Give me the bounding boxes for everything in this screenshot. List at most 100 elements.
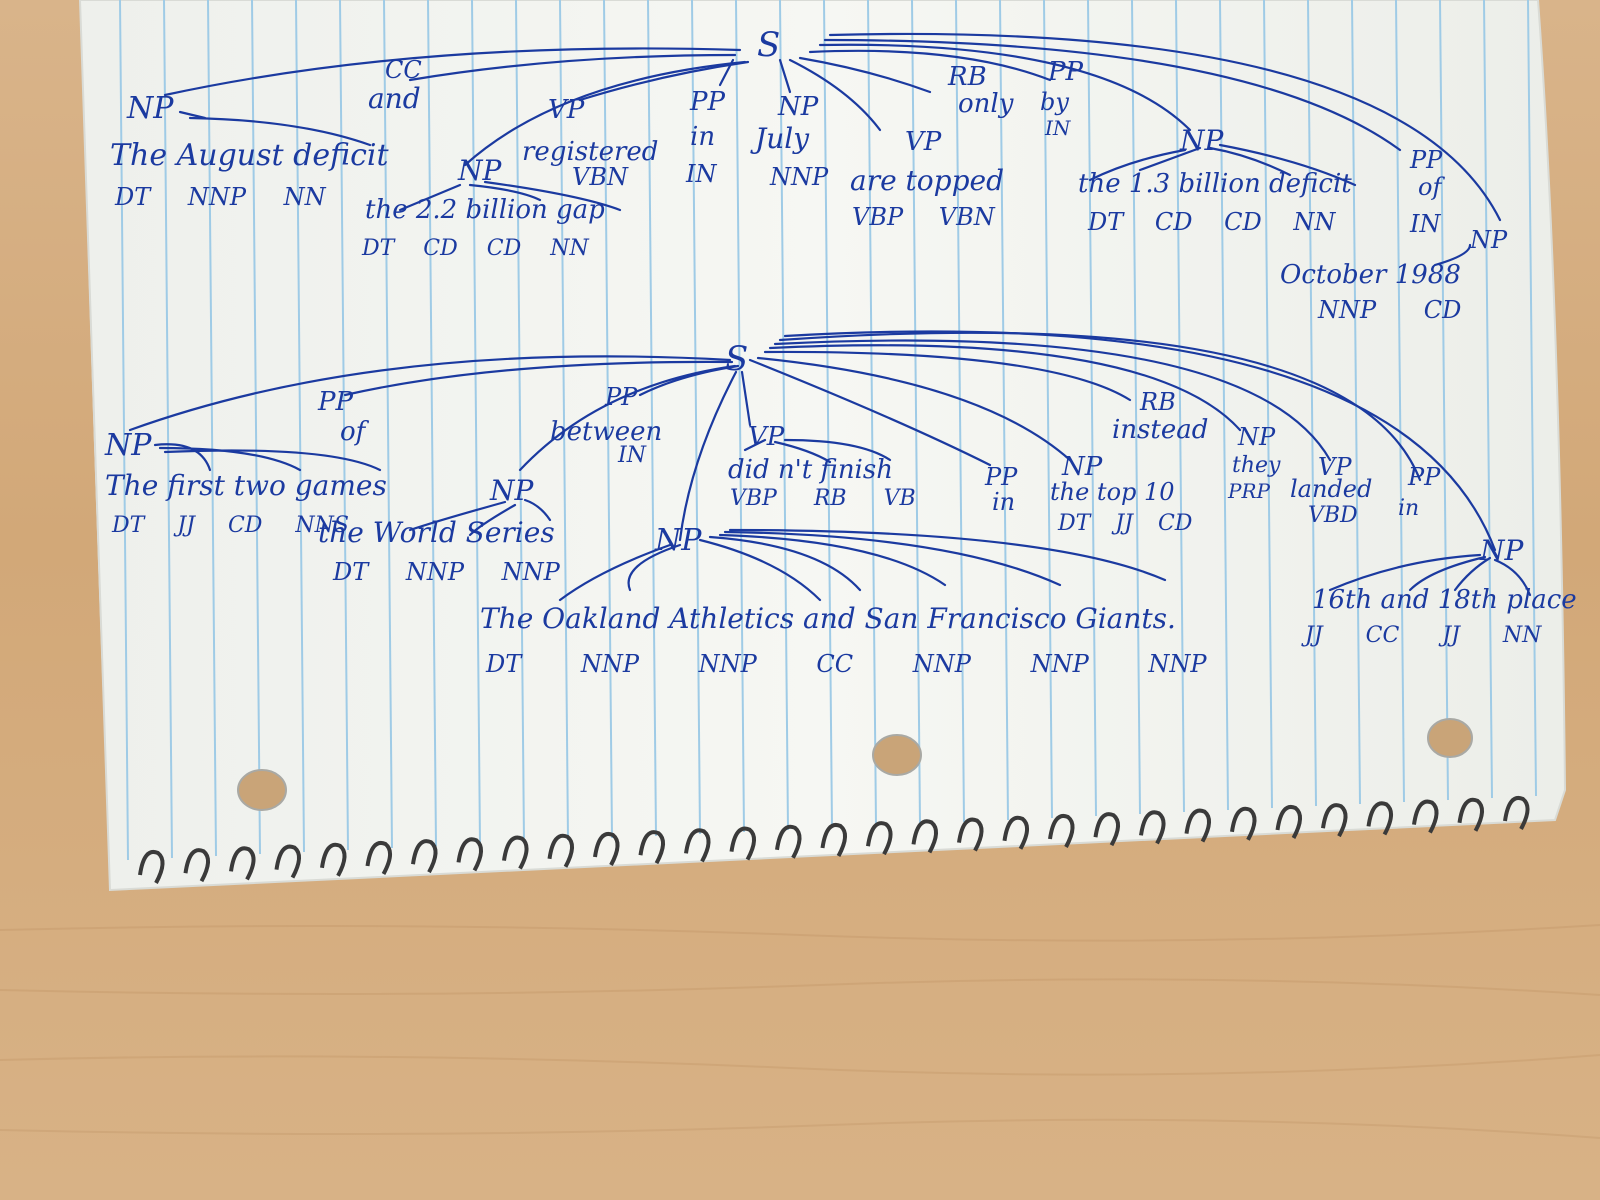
tree2-node-pp-in: PP [984,463,1018,491]
tree1-node-pp-in: PP [689,87,725,117]
rule-line [471,0,481,845]
spiral-coil [820,823,847,857]
tree1-tags-deficit: DT CD CD NN [1087,208,1336,236]
rule-line [1307,0,1317,807]
tree1-node-cc: CC [385,56,422,84]
rule-line [911,0,921,825]
tree1-node-np-oct: NP [1469,226,1508,254]
spiral-coil [1366,801,1393,836]
tree1-word-gap: the 2.2 billion gap [365,195,605,225]
rule-line [1527,0,1537,797]
tree2-node-np-place: NP [1479,534,1525,567]
spiral-binding-icon [138,796,1530,884]
tree1-tags-registered: VBN [572,163,629,191]
tree2-word-of: of [340,417,370,447]
rule-line [1395,0,1405,803]
rule-line [163,0,173,859]
rule-line [1263,0,1273,809]
tree2-node-vp: VP [748,422,785,452]
tree2-tags-top: DT JJ CD [1057,511,1193,536]
tree1-node-pp-of: PP [1409,146,1443,174]
tree1-root-label: S [757,25,780,65]
rule-line [999,0,1009,821]
rule-line [1087,0,1097,817]
tree2-node-np-teams: NP [654,523,702,558]
rule-line [647,0,657,837]
rule-line [251,0,261,855]
rule-line [823,0,833,829]
tree2-tags-between: IN [617,443,647,468]
tree2-node-np-series: NP [489,474,535,507]
tree2-word-place: 16th and 18th place [1312,585,1577,615]
spiral-coil [911,819,938,854]
rule-line [559,0,569,841]
tree2-node-pp-of: PP [317,387,353,417]
spiral-coil [638,830,665,865]
tree1-edges [163,32,1502,267]
spiral-coil [1457,797,1484,832]
spiral-coil [866,821,893,856]
spiral-coil [138,850,165,884]
rule-line [1219,0,1229,811]
tree2-node-np-they: NP [1237,423,1276,451]
rule-line [427,0,437,847]
tree2-node-vp-landed: VP [1318,453,1352,481]
punch-hole-icon [237,718,1473,811]
spiral-coil [1048,814,1075,848]
tree2-tags-they: PRP [1227,479,1271,503]
tree1-tags-in: IN [685,160,717,188]
spiral-coil [775,824,802,859]
tree2-word-they: they [1232,453,1281,478]
tree2-node-np-top: NP [1061,452,1103,482]
spiral-coil [456,837,483,872]
spiral-coil [547,833,574,868]
tree2-node-pp-between: PP [604,383,638,411]
rule-line [735,0,745,833]
tree1-word-july: July [750,122,810,155]
tree1-word-registered: registered [522,137,658,167]
tree1-node-vp2: VP [905,127,942,157]
tree1-word-october: October 1988 [1280,260,1461,290]
tree1-node-np-subject: NP [126,91,174,126]
tree2-word-top: the top 10 [1050,478,1175,506]
rule-line [1043,0,1053,819]
tree1-node-vp: VP [548,95,585,125]
rule-line [1175,0,1185,813]
tree2-tags-place: JJ CC JJ NN [1301,623,1542,648]
tree1-tags-of: IN [1409,210,1441,238]
spiral-coil [502,835,529,870]
spiral-coil [1139,810,1166,845]
rule-line [779,0,789,831]
tree1-word-only: only [958,89,1014,119]
tree1-word-in: in [690,122,715,152]
spiral-coil [1002,815,1029,850]
tree2-node-np-games: NP [104,428,152,463]
tree2-tags-games: DT JJ CD NNS [111,513,349,538]
rule-line [691,0,701,835]
spiral-coil [684,828,711,863]
spiral-coil [729,826,756,861]
rule-line [515,0,525,843]
tree2-word-didnt: did n't finish [728,455,893,485]
tree1-node-np-july: NP [777,92,819,122]
tree2-tags-series: DT NNP NNP [332,558,561,586]
spiral-coil [365,841,392,875]
spiral-coil [411,839,438,874]
notebook-page [78,0,1567,892]
rule-line [955,0,965,823]
tree2-edges [128,330,1532,602]
rule-line [603,0,613,839]
tree1-tags-october: NNP CD [1317,296,1461,324]
rule-line [295,0,305,853]
rule-line [1483,0,1493,799]
tree2-word-instead: instead [1112,415,1208,445]
tree2-word-in2: in [1398,496,1419,521]
spiral-coil [1230,806,1257,841]
rule-line [1351,0,1361,805]
spiral-coil [1412,799,1439,834]
rule-line [1439,0,1449,801]
tree1-word-subject: The August deficit [110,138,389,173]
spiral-coil [183,848,210,883]
spiral-coil [593,832,620,866]
